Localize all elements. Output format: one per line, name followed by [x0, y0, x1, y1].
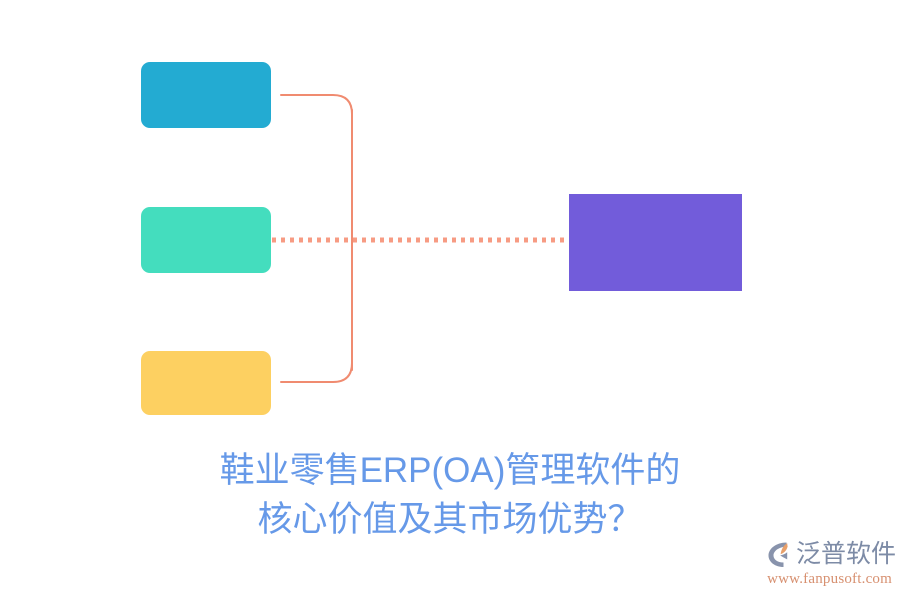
- connector-yellow-to-trunk: [280, 319, 353, 383]
- node-box-green[interactable]: [141, 207, 271, 273]
- page-title-line-1: 鞋业零售ERP(OA)管理软件的: [219, 451, 681, 490]
- node-box-purple[interactable]: [569, 194, 742, 291]
- node-box-blue[interactable]: [141, 62, 271, 128]
- page-title-line-2: 核心价值及其市场优势？: [257, 500, 643, 539]
- brand-logo: 泛普软件 www.fanpusoft.com: [764, 538, 896, 590]
- fanpu-swoosh-icon: [768, 542, 788, 567]
- brand-url: www.fanpusoft.com: [767, 571, 892, 587]
- node-box-yellow[interactable]: [141, 351, 271, 415]
- page-title: 鞋业零售ERP(OA)管理软件的 核心价值及其市场优势？: [0, 446, 900, 544]
- brand-logo-row: 泛普软件: [764, 538, 896, 570]
- brand-wordmark: 泛普软件: [796, 540, 897, 568]
- connector-blue-to-trunk: [280, 94, 353, 161]
